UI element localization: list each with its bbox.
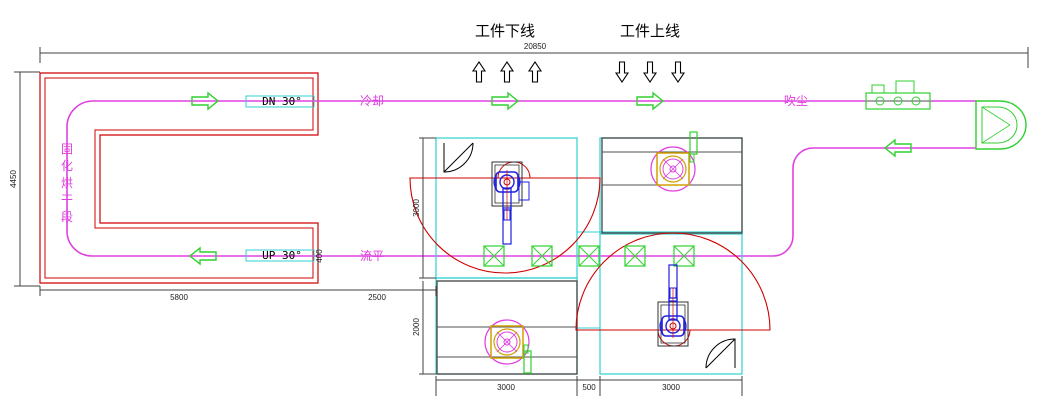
cell-width-right-label: 3000 bbox=[662, 383, 680, 392]
robot-reach-envelopes bbox=[409, 161, 771, 347]
cell-gap-label: 500 bbox=[582, 383, 596, 392]
arrow-up-icon bbox=[500, 61, 514, 83]
cell-height-upper-label: 3000 bbox=[412, 199, 421, 217]
turntable-upper bbox=[650, 131, 698, 192]
height-label: 4450 bbox=[9, 170, 18, 188]
cell-height-lower-label: 2000 bbox=[412, 318, 421, 336]
svg-text:400: 400 bbox=[315, 249, 324, 263]
arrow-down-icon bbox=[643, 61, 657, 83]
load-arrows bbox=[615, 61, 685, 83]
return-station bbox=[975, 100, 1027, 150]
incline-up-label: UP 30° bbox=[262, 249, 302, 262]
unload-title: 工件下线 bbox=[475, 22, 535, 40]
rail-spacing-dimension: 400 bbox=[315, 248, 324, 264]
arrow-down-icon bbox=[671, 61, 685, 83]
conveyor-line bbox=[66, 100, 976, 257]
height-dimension: 4450 bbox=[9, 71, 40, 287]
arrow-down-icon bbox=[615, 61, 629, 83]
arrow-up-icon bbox=[472, 61, 486, 83]
blower-unit bbox=[865, 80, 931, 110]
blowing-label: 吹尘 bbox=[784, 94, 808, 108]
station-frames bbox=[436, 137, 743, 375]
overall-dimension: 20850 bbox=[39, 42, 1029, 68]
load-title: 工件上线 bbox=[620, 22, 680, 40]
leveling-label: 流平 bbox=[360, 249, 384, 263]
robot-upper bbox=[491, 161, 530, 245]
door-bottom-right bbox=[705, 338, 736, 369]
incline-up: UP 30° bbox=[245, 249, 315, 262]
gap-label: 2500 bbox=[368, 293, 386, 302]
cell-width-left-label: 3000 bbox=[497, 383, 515, 392]
incline-down: DN 30° bbox=[245, 95, 315, 108]
cooling-label: 冷却 bbox=[360, 94, 384, 108]
incline-down-label: DN 30° bbox=[262, 95, 302, 108]
arrow-up-icon bbox=[528, 61, 542, 83]
oven-width-label: 5800 bbox=[170, 293, 188, 302]
robot-lower bbox=[657, 264, 689, 347]
total-width-label: 20850 bbox=[524, 42, 547, 51]
bottom-dimensions: 5800 2500 3000 500 3000 3000 2000 bbox=[39, 137, 743, 396]
unload-arrows bbox=[472, 61, 542, 83]
turntable-lower bbox=[484, 319, 532, 374]
door-top-left bbox=[443, 142, 474, 173]
